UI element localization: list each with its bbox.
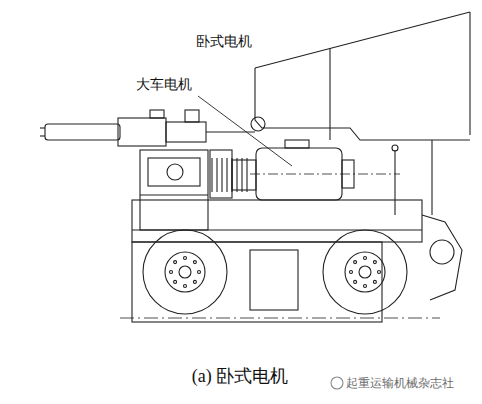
bolt — [364, 285, 367, 288]
rib-stroke — [236, 158, 237, 192]
line-art — [40, 12, 470, 389]
pin-hole — [251, 117, 265, 131]
bracket — [185, 110, 199, 122]
coupling-ribs — [212, 158, 247, 192]
bolt — [198, 271, 201, 274]
rod-end — [392, 145, 398, 151]
buffer-cylinder — [118, 118, 166, 146]
wheel — [323, 230, 407, 314]
bracket — [150, 110, 164, 118]
end-guide — [422, 215, 462, 300]
rib-stroke — [221, 158, 222, 192]
bolt — [354, 261, 357, 264]
bolt — [174, 261, 177, 264]
wheel — [143, 230, 227, 314]
rib-stroke — [216, 158, 217, 192]
tie-rod — [394, 150, 395, 215]
watermark: 起重运输机械杂志社 — [346, 375, 454, 392]
buffer-tip — [40, 127, 45, 128]
housing-edge — [469, 12, 470, 135]
watermark-icon — [331, 377, 343, 389]
bolt — [354, 280, 357, 283]
coupling — [232, 160, 256, 190]
rib-stroke — [241, 158, 242, 192]
axle — [179, 266, 191, 278]
bolt — [170, 271, 173, 274]
brake — [210, 150, 232, 198]
shaft-end — [167, 164, 183, 180]
bolt — [193, 261, 196, 264]
wheel-hub — [345, 252, 385, 292]
rib-stroke — [231, 158, 232, 192]
wheel-hub — [165, 252, 205, 292]
buffer-body — [166, 122, 206, 142]
buffer-tip — [40, 135, 45, 136]
bolt — [378, 271, 381, 274]
gearbox — [140, 150, 208, 230]
part-name: 大车电机 — [136, 76, 192, 94]
base-frame — [132, 200, 422, 242]
rib-stroke — [226, 158, 227, 192]
axle — [359, 266, 371, 278]
bolt — [184, 285, 187, 288]
frame-line — [132, 229, 422, 230]
bolt — [174, 280, 177, 283]
terminal-box — [285, 140, 309, 148]
figure-caption: (a) 卧式电机 — [192, 364, 288, 388]
bolt — [350, 271, 353, 274]
housing-slope — [255, 12, 470, 68]
part-title: 卧式电机 — [196, 33, 252, 51]
frame-web — [250, 250, 298, 310]
buffer-link — [206, 131, 255, 132]
leader-line — [198, 96, 292, 166]
bolt — [364, 257, 367, 260]
gearbox-cover — [148, 158, 200, 186]
rib-stroke — [246, 158, 247, 192]
guide-rod — [431, 140, 432, 215]
lower-frame — [132, 242, 382, 322]
housing-rib — [329, 48, 330, 140]
housing-edge — [255, 68, 300, 128]
bolt — [373, 261, 376, 264]
bolt — [373, 280, 376, 283]
rail-line — [120, 318, 440, 319]
gearbox-joint — [140, 194, 208, 195]
buffer-rod — [45, 124, 120, 140]
rib-stroke — [211, 158, 212, 192]
bolt — [184, 257, 187, 260]
motor-axis — [250, 174, 400, 175]
housing-bottom — [300, 128, 470, 140]
guide-roller — [430, 240, 454, 264]
bolt — [193, 280, 196, 283]
